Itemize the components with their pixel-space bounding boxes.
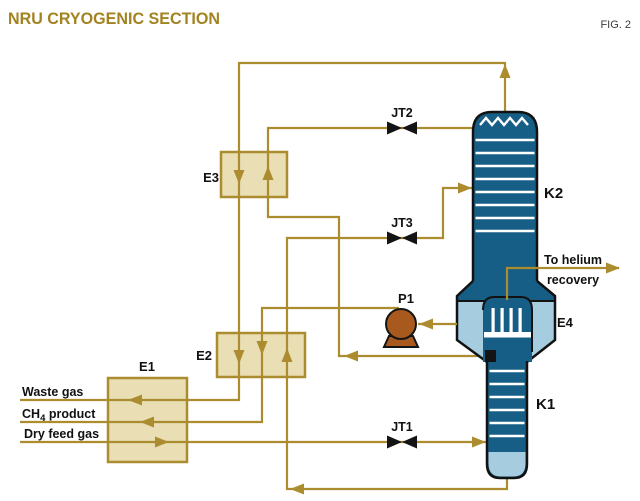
label-helium-line1: To helium [544, 253, 602, 267]
k1-column-body [487, 360, 527, 478]
arrow-left-sidedraw [344, 350, 358, 362]
e4-core-outline [482, 296, 533, 352]
k2-demister-zigzag [479, 116, 529, 127]
k2-column-body [473, 112, 537, 283]
flow-arrows [128, 64, 620, 495]
ch4-subscript: 4 [40, 413, 46, 424]
label-jt3: JT3 [391, 216, 413, 230]
ch4-product-line [20, 306, 399, 424]
e4-core-tubes [484, 308, 531, 338]
label-waste-gas: Waste gas [22, 385, 83, 399]
arrow-right-into-k2 [458, 182, 472, 194]
k1-column-outline [485, 361, 529, 480]
k1-sidedraw-nozzle [485, 350, 496, 362]
label-k1: K1 [536, 396, 555, 413]
label-p1: P1 [398, 291, 414, 306]
label-jt2: JT2 [391, 106, 413, 120]
jt3-valve-icon [387, 231, 417, 245]
ch4-main: CH [22, 407, 40, 421]
arrow-right-e1-feed [155, 436, 169, 448]
label-e1: E1 [139, 359, 155, 374]
arrow-left-e1-product [140, 416, 154, 428]
exchanger-e3-box [219, 150, 289, 199]
k1-sump [488, 452, 526, 477]
arrow-up-k2-overhead [499, 64, 511, 78]
ch4-rest: product [45, 407, 96, 421]
label-e3: E3 [203, 170, 219, 185]
arrow-down-e2-waste [233, 350, 245, 364]
p1-pump-icon [382, 308, 420, 348]
label-k2: K2 [544, 185, 563, 202]
k1-trays [489, 369, 525, 438]
label-helium-line2: recovery [547, 273, 599, 287]
k1-sidedraw-jt2-line [266, 126, 486, 358]
jt1-valve-icon [387, 435, 417, 449]
jt2-valve-icon [387, 121, 417, 135]
label-e4: E4 [557, 315, 574, 330]
figure-label: FIG. 2 [600, 19, 631, 31]
k2-trays [475, 138, 535, 233]
page-title: NRU CRYOGENIC SECTION [8, 10, 220, 28]
k2-column-outline [471, 110, 539, 284]
arrow-left-e1-waste [128, 394, 142, 406]
helium-recovery-line [505, 266, 619, 300]
k1-bottoms-jt3-line [285, 186, 509, 491]
label-jt1: JT1 [391, 420, 413, 434]
label-e2: E2 [196, 348, 212, 363]
arrow-down-e3-waste [233, 170, 245, 184]
arrow-right-into-k1 [472, 436, 486, 448]
arrow-up-e3-reflux [262, 166, 274, 180]
arrow-left-pump-suction [419, 318, 433, 330]
label-dry-feed-gas: Dry feed gas [24, 427, 99, 441]
arrow-left-bottoms [290, 483, 304, 495]
label-ch4-product: CH4 product [22, 407, 96, 424]
arrow-up-e2-bottoms [281, 348, 293, 362]
e4-housing-outline [455, 280, 557, 364]
arrow-down-e2-product [256, 341, 268, 355]
waste-gas-line [20, 61, 507, 402]
arrow-right-helium [606, 262, 620, 274]
